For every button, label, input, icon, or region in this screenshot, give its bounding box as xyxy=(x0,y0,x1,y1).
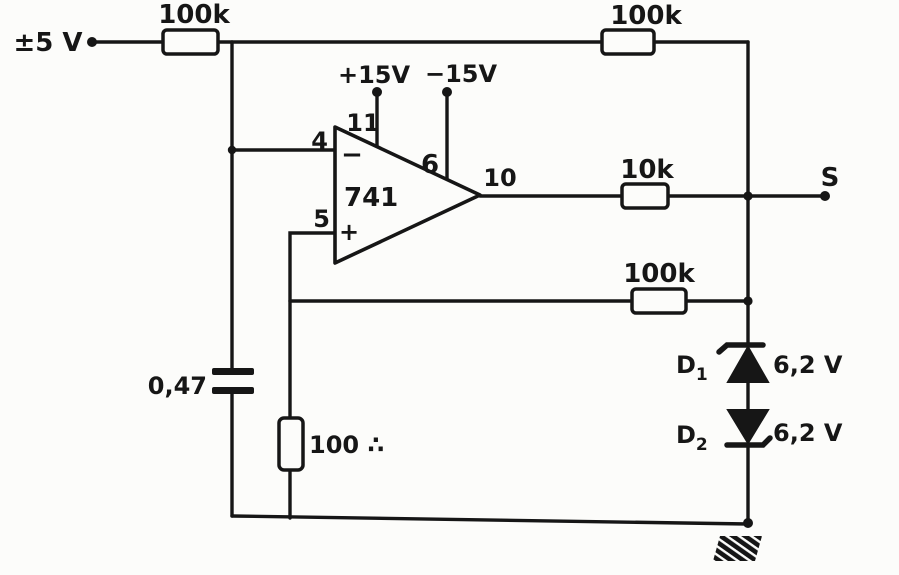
wire-noninverting-input xyxy=(288,231,337,420)
resistor-r2-label: 100k xyxy=(610,1,682,31)
resistor-r2-body xyxy=(600,28,656,56)
zener-d2 xyxy=(724,409,773,448)
capacitor-plate-top xyxy=(212,368,254,375)
d2-voltage-label: 6,2 V xyxy=(773,419,843,447)
vplus-terminal-dot xyxy=(372,87,382,97)
supply-negative-label: −15V xyxy=(425,60,498,88)
resistor-r5-label: 100 ∴ xyxy=(309,431,384,459)
wires xyxy=(90,40,827,526)
labels: ±5 V 100k 100k 10k 100k 100 ∴ 0,47 +15V … xyxy=(13,0,842,459)
junction-output-node xyxy=(743,191,753,201)
junction-inverting-node xyxy=(227,145,237,155)
ground-hatch-block xyxy=(713,536,762,561)
pin-11-label: 11 xyxy=(346,109,379,137)
pin-10-label: 10 xyxy=(483,164,516,192)
opamp-body xyxy=(333,125,482,265)
d1-anode-triangle xyxy=(726,344,770,383)
wire-bottom-bus xyxy=(230,514,750,526)
resistor-r4-body xyxy=(630,287,688,315)
supply-positive-label: +15V xyxy=(338,61,411,89)
input-terminal-dot xyxy=(87,37,97,47)
junction-feedback-node xyxy=(743,296,753,306)
capacitor-label: 0,47 xyxy=(148,372,207,400)
resistor-r5-body xyxy=(277,416,305,472)
d1-label: D1 xyxy=(676,351,708,385)
d1-voltage-label: 6,2 V xyxy=(773,351,843,379)
pin-5-label: 5 xyxy=(313,205,330,233)
capacitor-plate-bottom xyxy=(212,387,254,394)
resistor-r4-label: 100k xyxy=(623,259,695,289)
junctions xyxy=(87,37,830,528)
zener-d1 xyxy=(716,342,770,383)
ground-symbol xyxy=(713,536,762,561)
capacitor-c1 xyxy=(212,368,254,394)
d1-subscript: 1 xyxy=(696,365,708,385)
resistor-r3-label: 10k xyxy=(620,155,674,185)
resistor-r1-label: 100k xyxy=(158,0,230,30)
d2-cathode-bar xyxy=(724,435,773,448)
vminus-terminal-dot xyxy=(442,87,452,97)
pin-6-label: 6 xyxy=(421,150,439,180)
d1-letter: D xyxy=(676,351,696,379)
output-terminal-label: S xyxy=(821,163,840,193)
d2-subscript: 2 xyxy=(696,435,708,455)
noninverting-sign: + xyxy=(339,218,359,246)
input-voltage-label: ±5 V xyxy=(13,28,82,58)
d1-cathode-bar xyxy=(716,342,766,355)
opamp-type-label: 741 xyxy=(344,183,398,213)
d2-letter: D xyxy=(676,421,696,449)
d2-anode-triangle xyxy=(726,409,770,445)
junction-ground-node xyxy=(743,518,753,528)
output-terminal-dot xyxy=(820,191,830,201)
d2-label: D2 xyxy=(676,421,708,455)
resistor-r1-body xyxy=(161,28,220,56)
resistors xyxy=(161,28,688,472)
inverting-sign: − xyxy=(341,140,363,170)
pin-4-label: 4 xyxy=(311,127,328,155)
resistor-r3-body xyxy=(620,182,670,210)
